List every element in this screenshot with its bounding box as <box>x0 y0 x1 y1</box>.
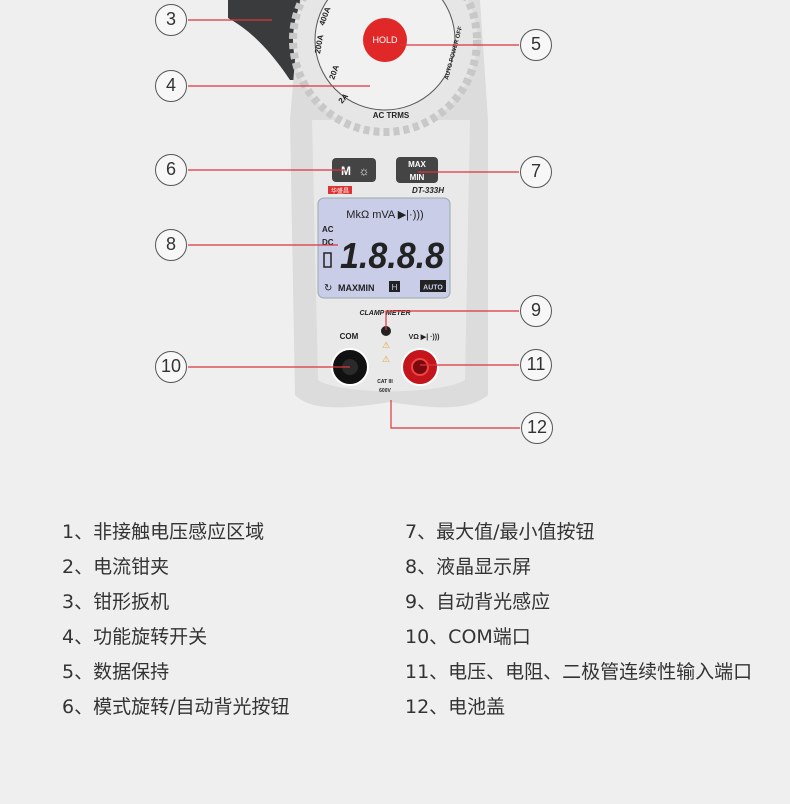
lcd-auto: AUTO <box>423 285 443 292</box>
ac-trms-label: AC TRMS <box>373 111 410 120</box>
legend-item: 10、COM端口 <box>405 626 531 648</box>
com-label: COM <box>340 332 359 341</box>
warning-icon: ⚠ <box>382 340 390 350</box>
lcd-maxmin: MAXMIN <box>338 283 375 293</box>
max-min-button[interactable] <box>396 157 438 183</box>
mode-backlight-button[interactable] <box>332 158 376 182</box>
max-label: MAX <box>408 160 426 169</box>
clamp-meter-label: CLAMP METER <box>359 310 410 317</box>
legend-item: 11、电压、电阻、二极管连续性输入端口 <box>405 661 753 683</box>
lcd-units: MkΩ mVA ▶|·))) <box>346 209 423 221</box>
legend-item: 12、电池盖 <box>405 696 506 718</box>
min-label: MIN <box>410 173 425 182</box>
callout-7: 7 <box>520 156 552 188</box>
clamp-meter-illustration: HOLD 20A 200A 400A 2A AUTO POWER OFF AC … <box>188 0 520 429</box>
callout-8: 8 <box>155 229 187 261</box>
leader-lines <box>188 19 520 429</box>
hold-button[interactable] <box>363 18 407 62</box>
lcd-ac: AC <box>322 225 334 234</box>
callout-11: 11 <box>520 349 552 381</box>
hold-label: HOLD <box>372 35 398 45</box>
clamp-trigger <box>228 0 300 80</box>
callout-10: 10 <box>155 351 187 383</box>
sun-icon: ☼ <box>359 164 370 178</box>
legend-item: 6、模式旋转/自动背光按钮 <box>62 696 290 718</box>
callout-5: 5 <box>520 29 552 61</box>
light-sensor <box>381 326 391 336</box>
auto-off-icon: ↻ <box>324 283 332 294</box>
lcd-digits: 1.8.8.8 <box>340 235 444 276</box>
legend-item: 3、钳形扳机 <box>62 591 170 613</box>
lcd-dc: DC <box>322 238 334 247</box>
callout-9: 9 <box>520 295 552 327</box>
callout-3: 3 <box>155 4 187 36</box>
brand-logo: 华盛昌 <box>331 187 349 195</box>
legend-left: 1、非接触电压感应区域 2、电流钳夹 3、钳形扳机 4、功能旋转开关 5、数据保… <box>62 515 290 725</box>
legend-item: 4、功能旋转开关 <box>62 626 208 648</box>
legend-item: 7、最大值/最小值按钮 <box>405 521 595 543</box>
legend-item: 1、非接触电压感应区域 <box>62 521 265 543</box>
callout-4: 4 <box>155 70 187 102</box>
voltage-rating-label: 600V <box>379 388 391 394</box>
cat-label: CAT III <box>377 379 393 385</box>
legend-item: 8、液晶显示屏 <box>405 556 532 578</box>
legend-item: 2、电流钳夹 <box>62 556 170 578</box>
legend-item: 5、数据保持 <box>62 661 170 683</box>
callout-6: 6 <box>155 154 187 186</box>
mode-label: M <box>341 164 351 178</box>
range-200a: 200A <box>313 34 325 55</box>
lcd-hold-icon: H <box>392 283 398 292</box>
legend-item: 9、自动背光感应 <box>405 591 551 613</box>
legend-right: 7、最大值/最小值按钮 8、液晶显示屏 9、自动背光感应 10、COM端口 11… <box>405 515 752 725</box>
model-label: DT-333H <box>412 186 444 195</box>
input-label: VΩ ▶| ·))) <box>409 334 440 341</box>
callout-12: 12 <box>521 412 553 444</box>
lcd-screen <box>317 197 451 299</box>
warning-icon: ⚠ <box>382 354 390 364</box>
battery-icon <box>323 252 332 268</box>
